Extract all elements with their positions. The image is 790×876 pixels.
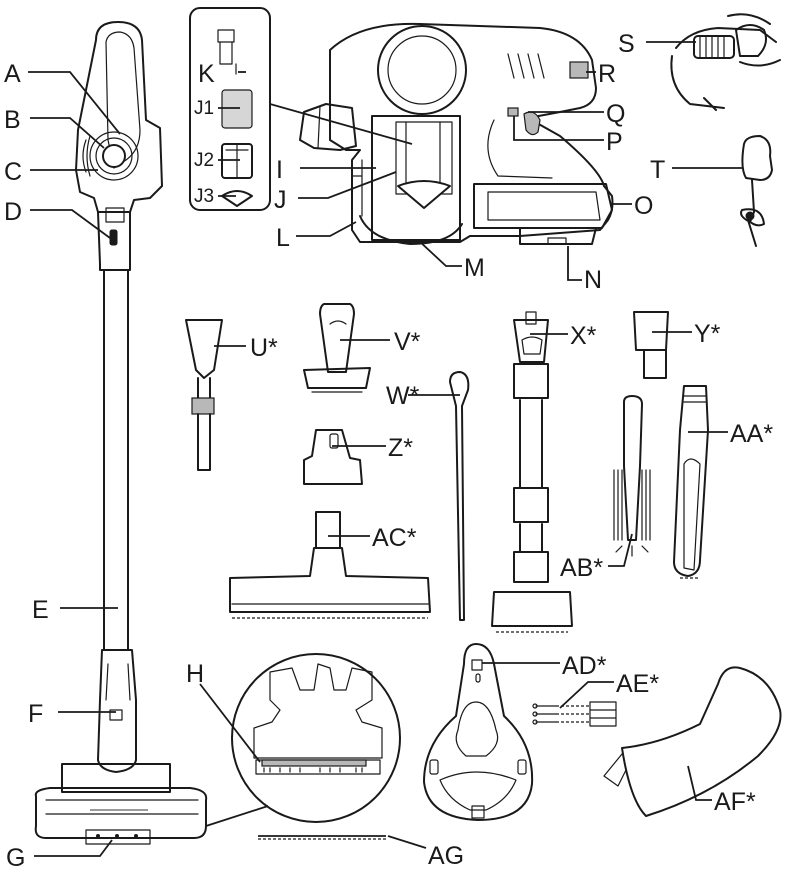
screws-plugs xyxy=(532,701,617,727)
label-ac: AC* xyxy=(372,524,417,552)
label-c: C xyxy=(4,158,22,186)
label-v: V* xyxy=(394,328,421,356)
label-ad: AD* xyxy=(562,652,607,680)
label-m: M xyxy=(464,254,485,282)
label-h: H xyxy=(186,660,204,688)
motor-filter-hands xyxy=(670,13,781,111)
label-d: D xyxy=(4,198,22,226)
part-labels: A B C D E F G H I J J1 J2 J3 K L M N O P… xyxy=(4,30,773,872)
label-i: I xyxy=(276,156,283,184)
label-y: Y* xyxy=(694,320,721,348)
label-aa: AA* xyxy=(730,420,773,448)
label-w: W* xyxy=(386,382,420,410)
label-q: Q xyxy=(606,100,625,128)
charger xyxy=(740,135,773,247)
filter-inset xyxy=(189,7,413,211)
label-ag: AG xyxy=(428,842,464,870)
label-o: O xyxy=(634,192,653,220)
label-x: X* xyxy=(570,322,597,350)
label-j3: J3 xyxy=(194,186,214,207)
storage-bag xyxy=(603,666,782,817)
tool-ab-brush xyxy=(613,395,651,557)
tool-x-wand xyxy=(491,311,573,633)
label-b: B xyxy=(4,106,21,134)
tool-w-stick xyxy=(449,371,470,621)
label-l: L xyxy=(276,224,290,252)
label-ab: AB* xyxy=(560,554,603,582)
label-j: J xyxy=(274,186,287,214)
label-af: AF* xyxy=(714,788,756,816)
stick-vacuum xyxy=(34,21,269,845)
tool-ac-floor xyxy=(229,511,431,619)
tool-y-adapter xyxy=(633,311,669,379)
label-s: S xyxy=(618,30,635,58)
label-ae: AE* xyxy=(616,670,659,698)
leader-lines xyxy=(28,41,742,857)
label-k: K xyxy=(198,60,215,88)
label-g: G xyxy=(6,844,25,872)
tool-z-adapter xyxy=(303,429,363,485)
label-j2: J2 xyxy=(194,150,214,171)
label-e: E xyxy=(32,596,49,624)
label-a: A xyxy=(4,60,21,88)
wall-mount xyxy=(423,643,534,821)
label-r: R xyxy=(598,60,616,88)
label-z: Z* xyxy=(388,434,413,462)
handheld-unit xyxy=(299,22,614,245)
tool-u-crevice-brush xyxy=(185,319,223,471)
label-j1: J1 xyxy=(194,98,214,119)
label-p: P xyxy=(606,128,623,156)
label-f: F xyxy=(28,700,43,728)
brushroll-zoom xyxy=(231,653,401,823)
label-u: U* xyxy=(250,334,278,362)
tool-v-mini-turbo xyxy=(303,303,371,393)
tool-aa-crevice xyxy=(673,385,709,579)
label-n: N xyxy=(584,266,602,294)
label-t: T xyxy=(650,156,665,184)
